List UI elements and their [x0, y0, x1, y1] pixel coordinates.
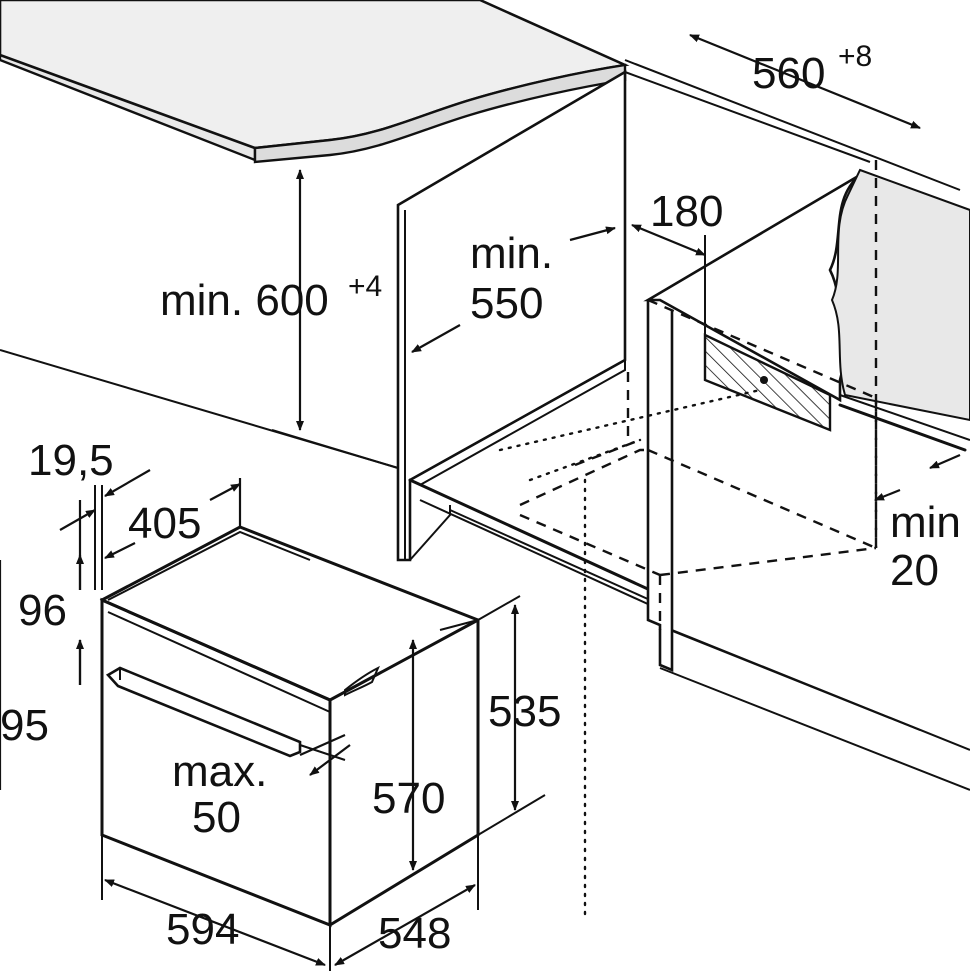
label-front-width: 594: [166, 905, 239, 954]
label-body-depth: 548: [378, 909, 451, 958]
dotted-guides: [498, 388, 762, 922]
label-left-height: 95: [0, 701, 49, 750]
label-niche-depth-2: 550: [470, 279, 543, 328]
label-front-depth: 405: [128, 499, 201, 548]
countertop: [0, 0, 630, 164]
label-front-height: 570: [372, 774, 445, 823]
label-handle-clearance-2: 50: [192, 793, 241, 842]
label-niche-height-sup: +4: [348, 270, 382, 303]
dimension-labels: 560 +8 180 min. 550 min. 600 +4 19,5 405…: [0, 40, 961, 958]
label-panel-height: 96: [18, 586, 67, 635]
label-front-offset: 19,5: [28, 436, 114, 485]
label-cabinet-width: 560: [752, 49, 825, 98]
label-cabinet-width-sup: +8: [838, 40, 872, 73]
label-niche-depth-1: min.: [470, 229, 553, 278]
niche-shelf: [408, 478, 652, 606]
dimension-lines: [0, 33, 961, 971]
cabinet-right-side: [643, 168, 970, 751]
label-side-clearance-2: 20: [890, 546, 939, 595]
oven-handle: [105, 666, 302, 758]
oven-body: [99, 525, 480, 928]
label-niche-height: min. 600: [160, 276, 329, 325]
label-body-height: 535: [488, 687, 561, 736]
label-side-clearance-1: min: [890, 498, 961, 547]
label-handle-clearance-1: max.: [172, 747, 267, 796]
label-vent-opening: 180: [650, 187, 723, 236]
vent-opening: [703, 235, 832, 432]
